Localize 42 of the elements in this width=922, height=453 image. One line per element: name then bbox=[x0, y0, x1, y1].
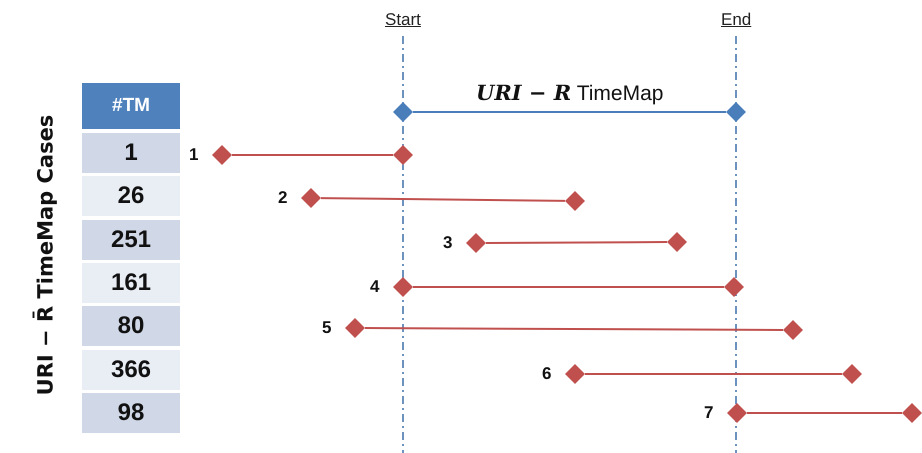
row-number: 7 bbox=[704, 403, 714, 423]
timeline-bar bbox=[413, 286, 724, 288]
row-number: 2 bbox=[278, 188, 288, 208]
table-cell: 366 bbox=[82, 350, 180, 390]
diamond-marker bbox=[393, 277, 413, 297]
diamond-marker bbox=[724, 277, 744, 297]
diamond-marker bbox=[726, 102, 746, 122]
guide-label: End bbox=[721, 10, 752, 30]
header-cell: #TM bbox=[82, 83, 180, 129]
diamond-marker bbox=[842, 364, 862, 384]
timeline-bar bbox=[365, 327, 783, 331]
timeline-bar bbox=[585, 373, 842, 375]
timeline-bar bbox=[413, 111, 726, 113]
diamond-marker bbox=[393, 102, 413, 122]
axis-title: URI − R̄ TimeMap Cases bbox=[32, 114, 57, 396]
guide-label: Start bbox=[385, 10, 421, 30]
diamond-marker bbox=[345, 318, 365, 338]
table-cell: 161 bbox=[82, 262, 180, 303]
timeline-bar bbox=[486, 241, 667, 244]
row-number: 5 bbox=[322, 318, 332, 338]
diamond-marker bbox=[393, 145, 413, 165]
row-number: 6 bbox=[542, 364, 552, 384]
diamond-marker bbox=[727, 403, 747, 423]
diamond-marker bbox=[667, 232, 687, 252]
diamond-marker bbox=[565, 191, 585, 211]
table-cell: 26 bbox=[82, 176, 180, 216]
diamond-marker bbox=[466, 233, 486, 253]
row-number: 1 bbox=[189, 145, 198, 165]
diamond-marker bbox=[565, 364, 585, 384]
diamond-marker bbox=[783, 320, 803, 340]
table-cell: 98 bbox=[82, 392, 180, 433]
table-cell: 251 bbox=[82, 220, 180, 260]
diamond-marker bbox=[301, 188, 321, 208]
table-cell: 80 bbox=[82, 306, 180, 346]
row-number: 3 bbox=[443, 233, 452, 253]
timeline-bar bbox=[320, 197, 566, 202]
table-cell: 1 bbox=[82, 133, 180, 173]
timeline-bar bbox=[232, 154, 393, 156]
row-number: 4 bbox=[370, 277, 380, 297]
diamond-marker bbox=[902, 403, 922, 423]
diamond-marker bbox=[212, 145, 232, 165]
timeline-bar bbox=[747, 412, 902, 414]
